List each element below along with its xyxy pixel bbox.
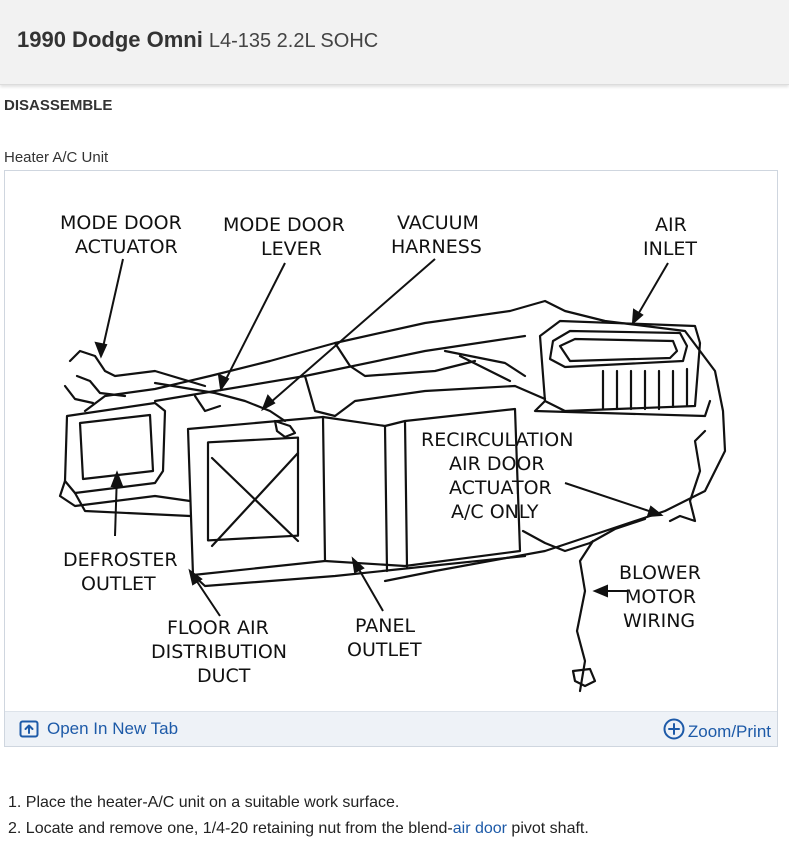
label-floor-air-3: DUCT: [197, 665, 251, 687]
figure-footer: Open In New Tab Zoom/Print: [5, 711, 777, 746]
open-in-new-tab-label: Open In New Tab: [47, 719, 179, 738]
engine-spec: L4-135 2.2L SOHC: [208, 30, 379, 52]
label-defroster-outlet-1: DEFROSTER: [63, 549, 178, 571]
label-vacuum-harness-1: VACUUM: [397, 212, 479, 234]
open-in-new-tab-link[interactable]: Open In New Tab: [19, 719, 178, 739]
label-defroster-outlet-2: OUTLET: [81, 573, 156, 595]
label-panel-outlet-2: OUTLET: [347, 639, 422, 661]
label-recirculation-4: A/C ONLY: [451, 501, 539, 523]
diagram-labels: MODE DOOR ACTUATOR MODE DOOR LEVER VACUU…: [60, 212, 701, 687]
label-air-inlet-1: AIR: [655, 214, 687, 236]
label-blower-motor-2: MOTOR: [625, 586, 696, 608]
label-mode-door-lever-2: LEVER: [261, 238, 322, 260]
label-floor-air-1: FLOOR AIR: [167, 617, 269, 639]
step-item: 2. Locate and remove one, 1/4-20 retaini…: [8, 816, 589, 842]
figure-caption: Heater A/C Unit: [4, 149, 109, 166]
step-2-text-end: pivot shaft.: [506, 820, 589, 837]
label-recirculation-3: ACTUATOR: [449, 477, 552, 499]
step-2-text-start: 2. Locate and remove one, 1/4-20 retaini…: [8, 820, 453, 837]
zoom-print-label: Zoom/Print: [687, 721, 771, 741]
figure-container: MODE DOOR ACTUATOR MODE DOOR LEVER VACUU…: [4, 170, 778, 747]
open-in-new-tab-icon: [19, 720, 39, 738]
section-title: DISASSEMBLE: [4, 97, 113, 114]
zoom-plus-icon: [663, 718, 685, 745]
label-recirculation-1: RECIRCULATION: [421, 429, 573, 451]
step-item: 1. Place the heater-A/C unit on a suitab…: [8, 790, 589, 816]
instruction-steps: 1. Place the heater-A/C unit on a suitab…: [8, 790, 589, 842]
heater-ac-diagram[interactable]: MODE DOOR ACTUATOR MODE DOOR LEVER VACUU…: [5, 171, 777, 713]
vehicle-name: 1990 Dodge Omni: [17, 27, 203, 52]
label-air-inlet-2: INLET: [643, 238, 697, 260]
air-door-link[interactable]: air door: [452, 820, 507, 837]
step-1-text: 1. Place the heater-A/C unit on a suitab…: [8, 794, 400, 811]
label-mode-door-lever-1: MODE DOOR: [223, 214, 345, 236]
label-blower-motor-1: BLOWER: [619, 562, 701, 584]
leader-lines: [94, 258, 669, 617]
label-mode-door-actuator-1: MODE DOOR: [60, 212, 182, 234]
diagram-drawing: [58, 299, 727, 693]
label-vacuum-harness-2: HARNESS: [391, 236, 482, 258]
diagram-svg: MODE DOOR ACTUATOR MODE DOOR LEVER VACUU…: [58, 212, 727, 693]
label-floor-air-2: DISTRIBUTION: [151, 641, 287, 663]
zoom-print-link[interactable]: Zoom/Print: [663, 718, 771, 745]
label-panel-outlet-1: PANEL: [355, 615, 415, 637]
label-recirculation-2: AIR DOOR: [449, 453, 545, 475]
label-mode-door-actuator-2: ACTUATOR: [75, 236, 178, 258]
label-blower-motor-3: WIRING: [623, 610, 695, 632]
